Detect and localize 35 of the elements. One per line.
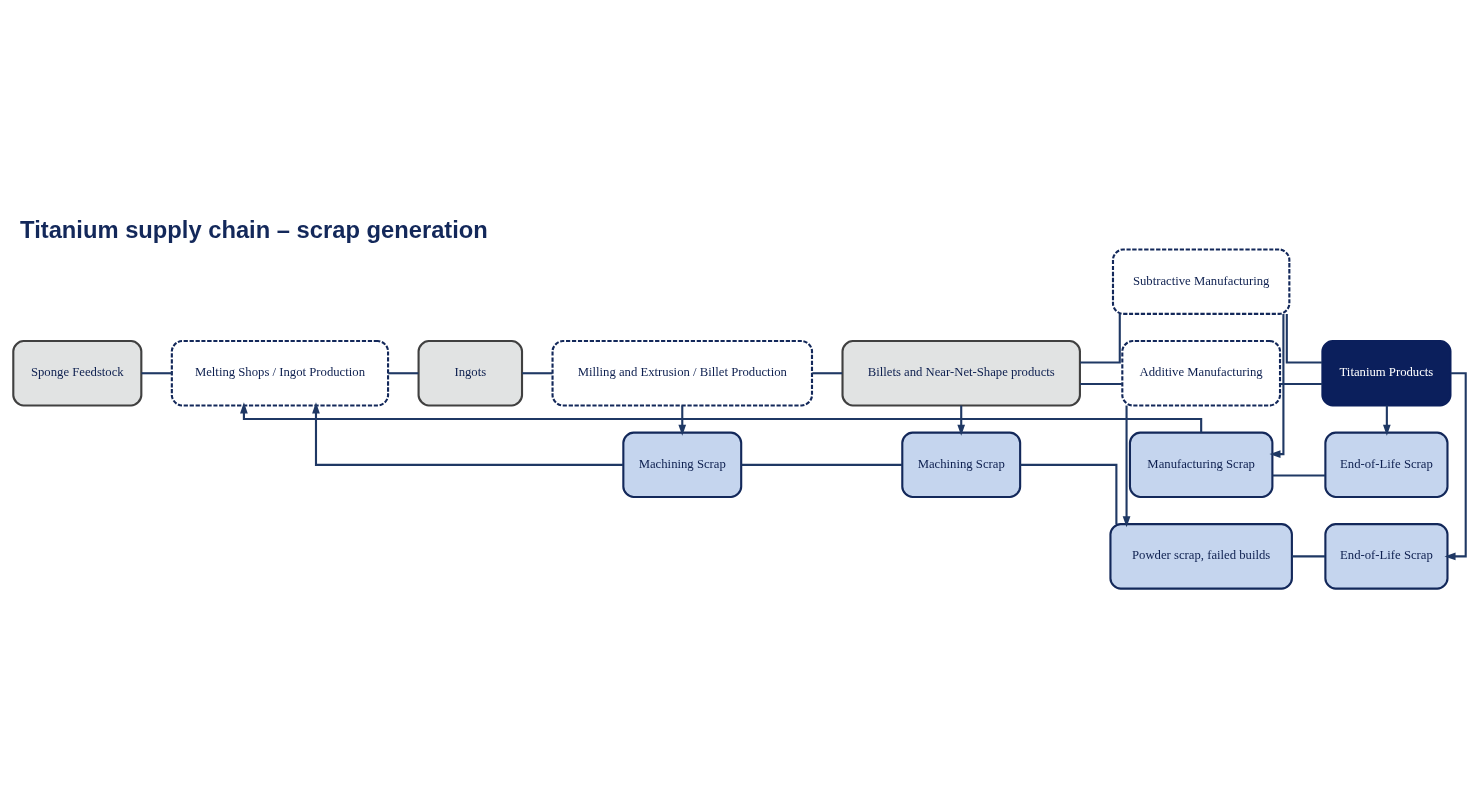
connector: [1080, 313, 1121, 364]
arrow: [678, 405, 687, 436]
node-box: Milling and Extrusion / Billet Production: [551, 339, 814, 407]
node-box: Melting Shops / Ingot Production: [170, 339, 390, 407]
connector: [1280, 382, 1323, 385]
connector: [388, 371, 419, 374]
arrow: [1383, 405, 1391, 436]
node-box: Additive Manufacturing: [1121, 339, 1282, 407]
node-box: End-of-Life Scrap: [1324, 522, 1449, 590]
node-box: Manufacturing Scrap: [1128, 431, 1274, 498]
arrow: [240, 401, 1203, 432]
node-box: Subtractive Manufacturing: [1111, 247, 1291, 315]
arrow: [1444, 371, 1467, 560]
connector: [1080, 382, 1123, 385]
connector: [1272, 474, 1326, 477]
connector: [741, 463, 903, 466]
node-box: Powder scrap, failed builds: [1109, 522, 1293, 590]
arrow: [957, 405, 966, 436]
node-box: Billets and Near-Net-Shape products: [841, 339, 1081, 407]
node-box: Sponge Feedstock: [12, 339, 143, 407]
node-box: Ingots: [417, 339, 524, 407]
diagram-title: Titanium supply chain – scrap generation: [20, 216, 488, 243]
connector: [141, 371, 172, 374]
connector: [1020, 463, 1118, 524]
connector: [812, 371, 843, 374]
connector: [522, 371, 553, 374]
connector: [1291, 554, 1326, 557]
node-box: End-of-Life Scrap: [1324, 431, 1449, 498]
arrow: [1269, 313, 1285, 458]
arrow: [1122, 405, 1131, 527]
node-box: Machining Scrap: [622, 431, 743, 498]
connector: [1285, 313, 1323, 364]
node-box: Titanium Products: [1321, 339, 1452, 407]
node-box: Machining Scrap: [901, 431, 1022, 498]
arrow: [312, 401, 623, 466]
